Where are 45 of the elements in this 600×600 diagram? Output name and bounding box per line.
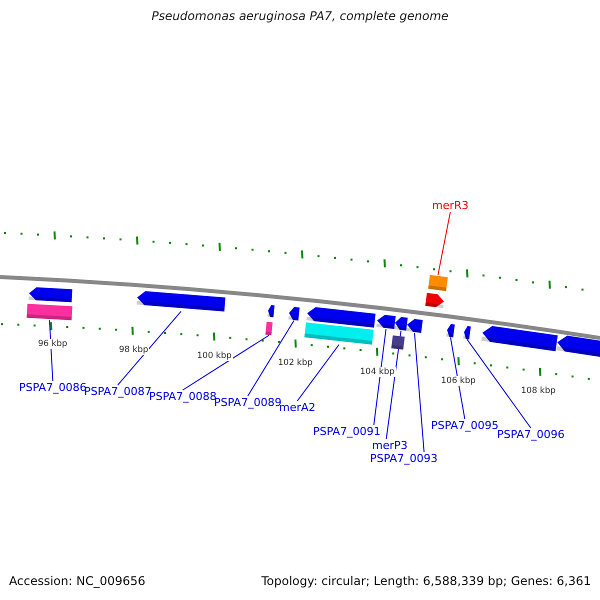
gene-block	[304, 322, 374, 345]
tick-label: 106 kbp	[440, 376, 477, 386]
leader-line	[296, 344, 340, 402]
gene-feature	[406, 318, 423, 333]
tick-label: 104 kbp	[359, 367, 396, 377]
chart-title: Pseudomonas aeruginosa PA7, complete genome	[150, 9, 450, 23]
gene-feature	[288, 306, 300, 320]
tick-label: 96 kbp	[37, 339, 68, 349]
tick-label: 102 kbp	[277, 358, 314, 368]
leader-line	[450, 336, 466, 420]
gene-block	[265, 322, 273, 336]
gene-label: merR3	[432, 199, 469, 212]
gene-label: PSPA7_0095	[431, 419, 499, 432]
gene-label: PSPA7_0096	[497, 428, 565, 441]
gene-feature	[376, 314, 396, 329]
tick-label: 98 kbp	[118, 345, 150, 355]
gene-block	[391, 335, 405, 350]
tick-label: 100 kbp	[196, 351, 233, 361]
leader-line	[414, 332, 425, 452]
footer-text: Topology: circular; Length: 6,588,339 bp; Genes: 6,361	[261, 574, 591, 588]
gene-feature	[556, 334, 600, 358]
footer-text: Accession: NC_009656	[9, 574, 146, 588]
leader-line	[386, 330, 402, 440]
gene-label: PSPA7_0093	[370, 452, 438, 465]
gene-feature	[136, 290, 226, 312]
gene-feature	[394, 316, 408, 331]
gene-label: PSPA7_0087	[84, 385, 152, 398]
gene-feature	[425, 292, 445, 308]
gene-label: PSPA7_0088	[149, 390, 217, 403]
gene-label: PSPA7_0086	[19, 381, 87, 394]
leader-line	[373, 328, 386, 426]
tick-label: 108 kbp	[520, 386, 557, 396]
gene-block	[428, 274, 448, 292]
leader-line	[247, 320, 294, 396]
gene-feature	[463, 326, 471, 340]
gene-feature	[28, 286, 72, 302]
gene-label: PSPA7_0091	[313, 425, 381, 438]
gene-feature	[267, 304, 275, 318]
gene-feature	[446, 324, 455, 338]
leader-line	[438, 212, 451, 276]
gene-label: merP3	[372, 439, 408, 452]
leader-line	[182, 334, 270, 390]
leader-line	[117, 310, 182, 386]
gene-block	[26, 304, 72, 320]
leader-line	[466, 338, 532, 428]
